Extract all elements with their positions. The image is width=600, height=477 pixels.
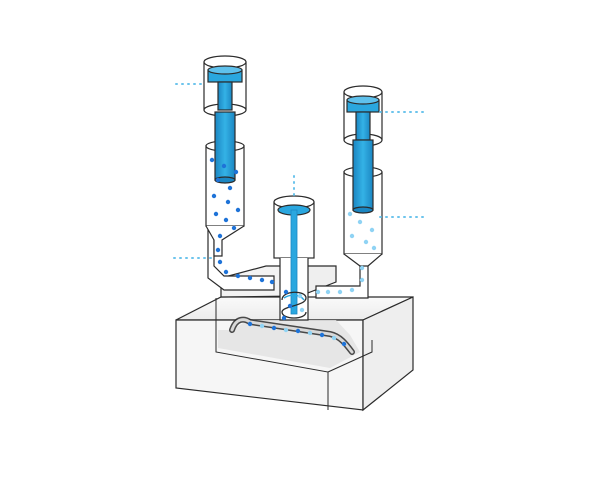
left-piston [214, 111, 236, 181]
stir-spiral [281, 291, 307, 319]
leader-lines [173, 83, 425, 259]
particle-dot [211, 193, 217, 199]
particle-dot [213, 211, 219, 217]
block-inner-shadow [215, 298, 329, 410]
particle-dot [363, 239, 369, 245]
particle-dot [271, 325, 277, 331]
particle-dot [369, 227, 375, 233]
center-mixer [273, 195, 315, 321]
left-syringe [203, 55, 247, 257]
right-plunger-rod [355, 111, 371, 141]
particle-dot [315, 289, 321, 295]
particle-dot [217, 233, 223, 239]
right-piston [352, 139, 374, 211]
particle-dot [299, 307, 305, 313]
particle-dot [295, 328, 301, 334]
particle-dot [347, 211, 353, 217]
particle-dot [357, 219, 363, 225]
particle-dot [221, 163, 227, 169]
particle-dot [325, 289, 331, 295]
particle-dot [269, 279, 275, 285]
left-plunger-rod [217, 81, 233, 111]
particle-dot [235, 207, 241, 213]
right-syringe [343, 85, 383, 267]
left-barrel-taper [205, 225, 245, 257]
particle-dot [349, 287, 355, 293]
particle-dot [209, 157, 215, 163]
particle-dot [231, 225, 237, 231]
particle-dot [297, 293, 303, 299]
particle-dot [259, 323, 265, 329]
particle-dot [215, 177, 221, 183]
particle-dot [247, 275, 253, 281]
particle-dot [331, 335, 337, 341]
particle-dot [283, 289, 289, 295]
particle-dot [217, 259, 223, 265]
particle-dot [359, 265, 365, 271]
particle-dot [259, 277, 265, 283]
channel-groove-inner [230, 318, 354, 354]
particle-dot [371, 245, 377, 251]
particle-dot [307, 330, 313, 336]
stir-rod [290, 209, 298, 315]
particle-dot [287, 303, 293, 309]
particle-dot [349, 233, 355, 239]
particle-dot [227, 185, 233, 191]
particle-dot [281, 315, 287, 321]
particle-dot [223, 269, 229, 275]
particle-dot [283, 327, 289, 333]
right-barrel-taper [343, 253, 383, 267]
block-right-face [362, 296, 414, 412]
particle-layer [209, 157, 377, 347]
particle-dot [225, 199, 231, 205]
particle-dot [235, 273, 241, 279]
particle-dot [215, 247, 221, 253]
particle-dot [341, 341, 347, 347]
particle-dot [247, 321, 253, 327]
particle-dot [319, 332, 325, 338]
particle-dot [233, 169, 239, 175]
particle-dot [223, 217, 229, 223]
left-tubing [207, 225, 275, 291]
particle-dot [337, 289, 343, 295]
particle-dot [359, 277, 365, 283]
block-inner-edge [327, 340, 373, 373]
